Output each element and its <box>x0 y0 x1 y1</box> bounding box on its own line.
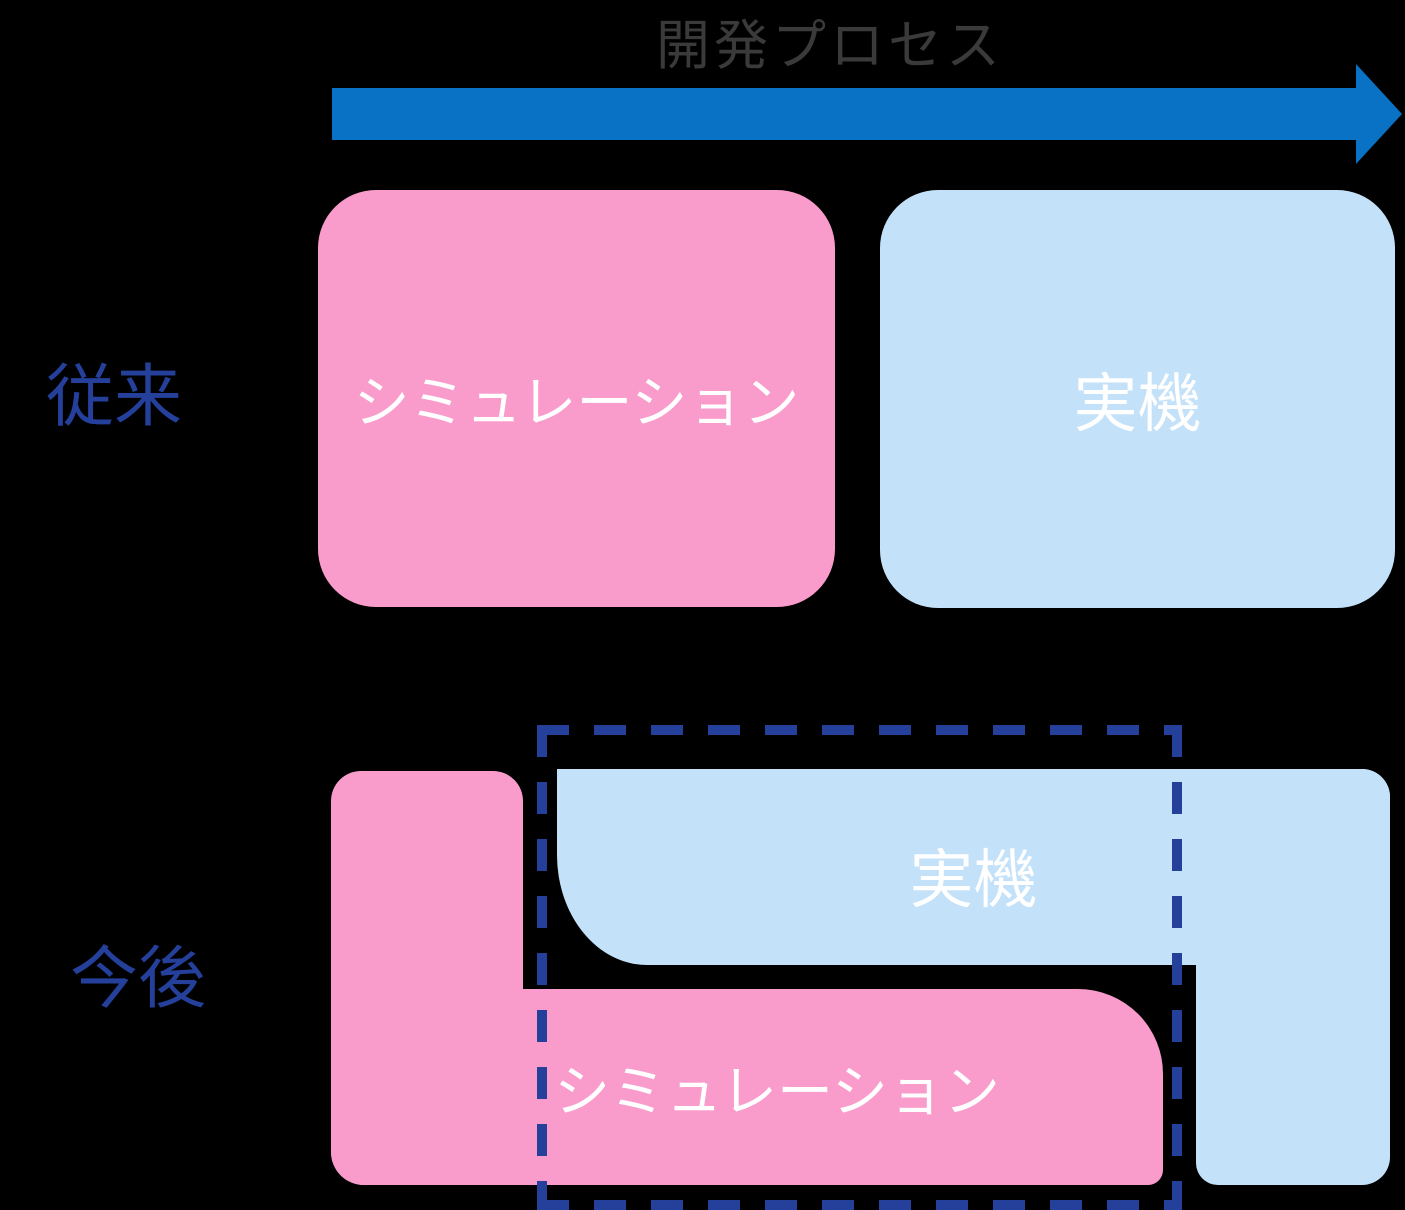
future-simulation-label: シミュレーション <box>554 1059 1000 1123</box>
diagram-title: 開発プロセス <box>656 16 1004 76</box>
row-label-conventional: 従来 <box>46 359 183 435</box>
dashed-highlight-border-top <box>537 725 1182 735</box>
dashed-highlight-border-left <box>537 725 547 1210</box>
row-label-future: 今後 <box>70 941 207 1017</box>
dashed-highlight-border-bottom <box>537 1200 1182 1210</box>
arrow-right-icon <box>1356 64 1402 164</box>
future-actual-machine-right-bar <box>1196 769 1390 1185</box>
future-simulation-horizontal-bar: シミュレーション <box>331 989 1163 1185</box>
conventional-actual-machine-box: 実機 <box>880 190 1395 608</box>
future-actual-machine-label: 実機 <box>909 844 1038 916</box>
conventional-simulation-box: シミュレーション <box>318 190 835 607</box>
conventional-simulation-label: シミュレーション <box>353 371 800 434</box>
process-arrow-shaft <box>332 88 1356 140</box>
conventional-actual-machine-label: 実機 <box>1073 368 1202 440</box>
dashed-highlight-border-right <box>1172 725 1182 1210</box>
